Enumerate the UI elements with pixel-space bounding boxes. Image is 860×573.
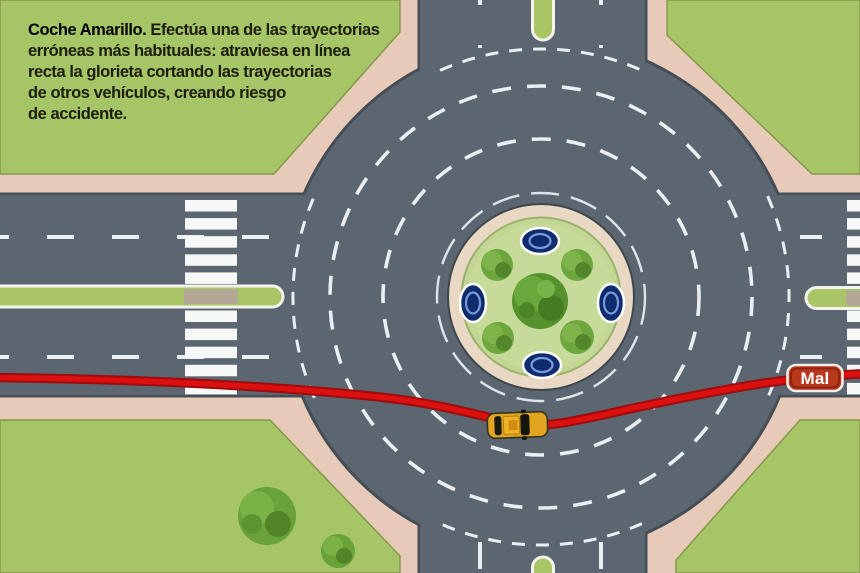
mal-badge: Mal [786,363,844,393]
caption-line: erróneas más habituales: atraviesa en lí… [28,42,350,60]
bush-icon [561,249,593,281]
corner-bushes [238,487,355,568]
roundabout-lane-markings [291,47,791,547]
mal-badge-label: Mal [801,369,830,388]
median-crosswalk-section [184,289,238,304]
median-crosswalk-section-right [846,290,860,306]
grass-bottom-left [0,419,401,573]
car-sunroof [508,420,518,431]
caption-line: de otros vehículos, creando riesgo [28,84,286,102]
car-windshield [520,414,530,436]
bush-icon [482,322,514,354]
car-rear-window [494,416,502,436]
grass-bottom-right [675,419,860,573]
caption-title: Coche Amarillo. [28,21,147,39]
bush-icon [481,249,513,281]
car-mirror [521,436,527,440]
yellow-car [486,409,549,440]
roundabout-signs [458,226,626,380]
bush-icon [321,534,355,568]
roundabout-sign-icon [596,282,626,324]
big-tree-icon [512,273,568,329]
caption: Coche Amarillo. Efectúa una de las traye… [28,20,418,125]
grass-top-right [666,0,860,175]
caption-line: Coche Amarillo. Efectúa una de las traye… [28,21,380,39]
grass-top-left [0,0,401,175]
roundabout-sign-icon [521,350,563,380]
car-mirror [521,409,527,414]
caption-line: de accidente. [28,105,127,123]
caption-line: recta la glorieta cortando las trayector… [28,63,332,81]
bush-icon [560,320,594,354]
roundabout-sign-icon [519,226,561,256]
roundabout-sign-icon [458,282,488,324]
island-bushes [481,249,594,354]
bush-icon [238,487,296,545]
